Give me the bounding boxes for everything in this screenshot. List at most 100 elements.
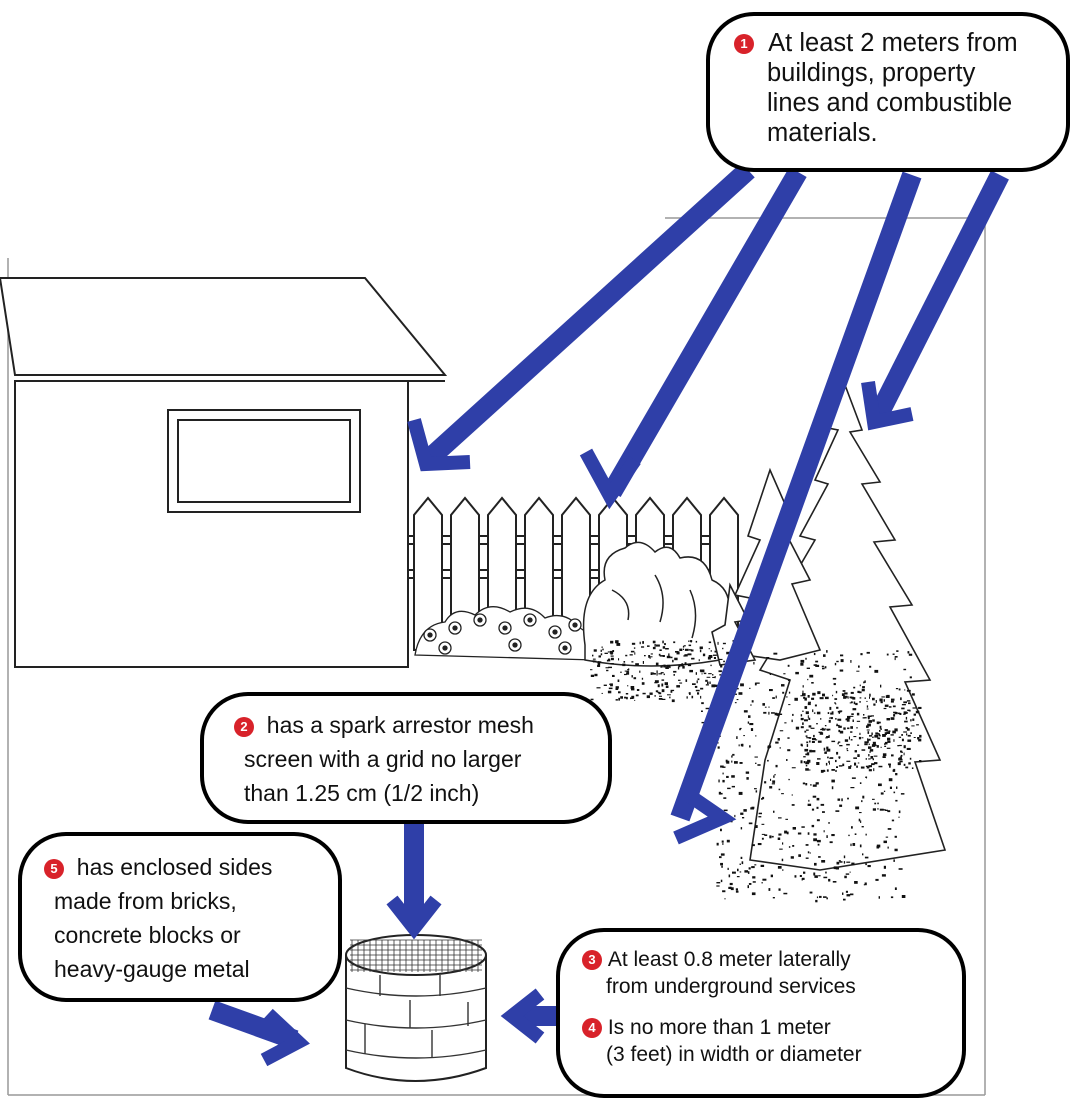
texture-speck — [661, 679, 665, 681]
texture-speck — [783, 892, 788, 895]
texture-speck — [890, 896, 894, 899]
texture-speck — [852, 708, 857, 711]
texture-speck — [859, 782, 862, 784]
texture-speck — [779, 747, 781, 749]
texture-speck — [895, 688, 899, 690]
texture-speck — [761, 837, 764, 840]
texture-speck — [884, 729, 888, 732]
texture-speck — [682, 646, 685, 648]
texture-speck — [644, 655, 646, 657]
texture-speck — [696, 680, 698, 684]
texture-speck — [682, 665, 685, 669]
texture-speck — [660, 672, 664, 674]
texture-speck — [599, 661, 602, 663]
texture-speck — [620, 696, 623, 699]
texture-speck — [808, 701, 811, 703]
texture-speck — [838, 711, 840, 714]
texture-speck — [593, 660, 597, 663]
callout-distance-from-buildings: 1 At least 2 meters from buildings, prop… — [706, 12, 1070, 172]
texture-speck — [779, 848, 783, 850]
texture-speck — [642, 661, 644, 664]
texture-speck — [785, 818, 788, 820]
number-badge-3: 3 — [582, 950, 602, 971]
texture-speck — [660, 666, 663, 668]
texture-speck — [838, 729, 841, 733]
texture-speck — [798, 854, 801, 857]
texture-speck — [899, 744, 902, 747]
texture-speck — [626, 672, 630, 675]
texture-speck — [826, 769, 829, 772]
texture-speck — [714, 650, 717, 653]
texture-speck — [656, 670, 658, 674]
texture-speck — [689, 669, 693, 673]
texture-speck — [739, 863, 741, 865]
texture-speck — [841, 693, 845, 696]
texture-speck — [754, 756, 758, 758]
texture-speck — [625, 654, 628, 657]
texture-speck — [853, 736, 857, 738]
texture-speck — [778, 817, 782, 819]
number-badge-4: 4 — [582, 1018, 602, 1039]
flower-center — [552, 629, 558, 635]
texture-speck — [905, 727, 908, 729]
texture-speck — [872, 744, 875, 746]
texture-speck — [597, 664, 601, 667]
texture-speck — [883, 707, 887, 710]
texture-speck — [807, 832, 810, 835]
texture-speck — [735, 888, 738, 891]
texture-speck — [863, 884, 866, 886]
texture-speck — [901, 738, 904, 742]
texture-speck — [716, 882, 721, 884]
arrow-to-shrubs — [670, 171, 922, 845]
texture-speck — [802, 722, 804, 725]
texture-speck — [848, 766, 852, 769]
texture-speck — [915, 710, 920, 714]
texture-speck — [724, 898, 726, 900]
texture-speck — [873, 768, 875, 772]
texture-speck — [764, 781, 767, 784]
texture-speck — [898, 810, 901, 814]
texture-speck — [604, 652, 608, 654]
flower-center — [512, 642, 518, 648]
texture-speck — [752, 876, 756, 879]
texture-speck — [721, 865, 723, 868]
texture-speck — [919, 734, 922, 738]
texture-speck — [731, 760, 733, 763]
texture-speck — [806, 729, 809, 731]
texture-speck — [853, 701, 856, 705]
texture-speck — [879, 808, 884, 811]
house-illustration — [0, 277, 448, 668]
texture-speck — [879, 729, 881, 732]
texture-speck — [597, 661, 600, 665]
texture-speck — [784, 830, 788, 834]
texture-speck — [778, 833, 782, 836]
texture-speck — [634, 652, 636, 655]
texture-speck — [620, 671, 622, 673]
texture-speck — [713, 657, 716, 659]
texture-speck — [762, 796, 765, 800]
texture-speck — [718, 791, 721, 795]
texture-speck — [846, 719, 850, 722]
texture-speck — [761, 882, 763, 884]
texture-speck — [856, 670, 860, 672]
texture-speck — [658, 673, 663, 675]
texture-speck — [820, 728, 823, 731]
texture-speck — [804, 719, 808, 722]
texture-speck — [661, 689, 665, 693]
texture-speck — [850, 726, 853, 729]
texture-speck — [835, 769, 837, 772]
texture-speck — [810, 727, 815, 729]
texture-speck — [898, 757, 900, 761]
texture-speck — [799, 875, 802, 877]
texture-speck — [865, 758, 867, 760]
texture-speck — [899, 757, 902, 761]
texture-speck — [630, 697, 634, 699]
texture-speck — [894, 656, 898, 658]
texture-speck — [708, 655, 713, 658]
texture-speck — [871, 732, 873, 736]
texture-speck — [851, 713, 854, 715]
texture-speck — [740, 827, 743, 830]
texture-speck — [876, 721, 880, 725]
texture-speck — [839, 730, 844, 734]
texture-speck — [734, 814, 736, 818]
